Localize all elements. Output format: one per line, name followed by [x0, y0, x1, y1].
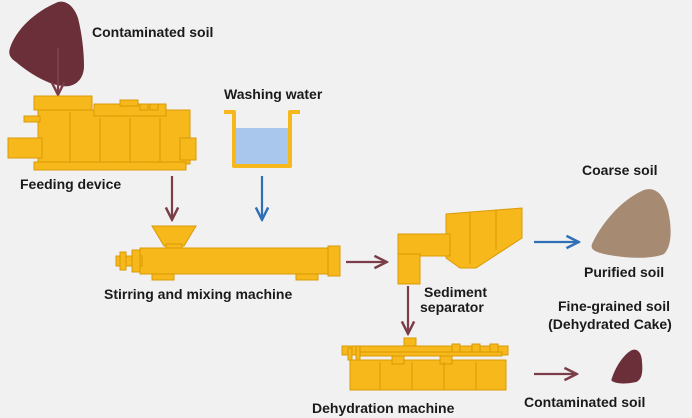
- feeding-device-icon: [7, 95, 197, 171]
- label-sediment-separator-line1: Sediment: [424, 284, 488, 300]
- label-stirring-mixing-machine: Stirring and mixing machine: [104, 286, 293, 302]
- label-coarse-soil: Coarse soil: [582, 162, 658, 178]
- label-washing-water: Washing water: [224, 86, 323, 102]
- coarse-soil-pile-icon: [591, 189, 671, 258]
- label-feeding-device: Feeding device: [20, 176, 122, 192]
- dehydration-machine-icon: [341, 337, 509, 391]
- stirring-mixing-machine-icon: [115, 225, 341, 281]
- label-contaminated-soil-top: Contaminated soil: [92, 24, 214, 40]
- contaminated-cake-pile-icon: [611, 349, 643, 384]
- label-fine-grained-soil-line2: (Dehydrated Cake): [548, 316, 672, 332]
- sediment-separator-icon: [397, 207, 523, 285]
- label-dehydration-machine: Dehydration machine: [312, 400, 455, 416]
- label-sediment-separator-line2: separator: [420, 299, 484, 315]
- contaminated-soil-pile-icon: [9, 1, 84, 87]
- label-fine-grained-soil-line1: Fine-grained soil: [557, 298, 670, 314]
- label-purified-soil: Purified soil: [584, 264, 665, 280]
- washing-water-tank-icon: [224, 110, 300, 168]
- label-contaminated-soil-bottom: Contaminated soil: [524, 394, 646, 410]
